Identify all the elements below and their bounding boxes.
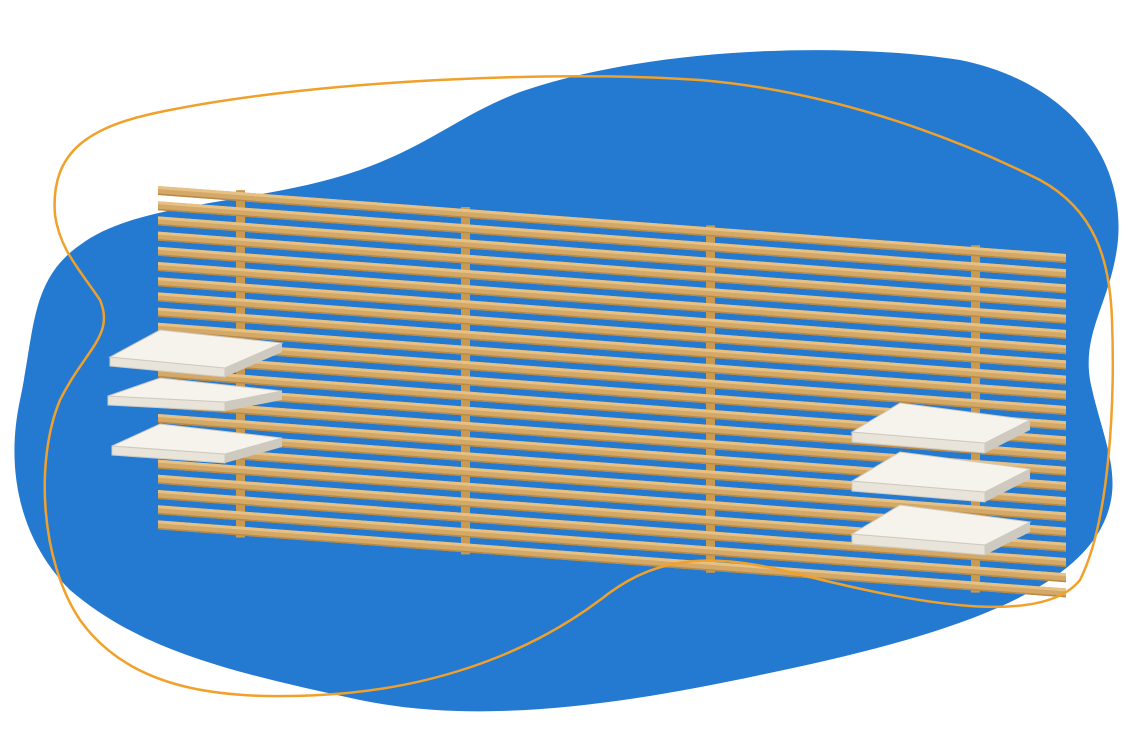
slat [158, 520, 1066, 598]
shelf [108, 329, 284, 378]
slat [158, 201, 1066, 279]
slat [158, 383, 1066, 461]
slat [158, 246, 1066, 324]
shelf [850, 402, 1032, 454]
slat [158, 186, 1066, 263]
slat [158, 414, 1066, 491]
left-shelf-group [107, 329, 284, 464]
slat [158, 398, 1066, 476]
slat [158, 490, 1066, 567]
slat [158, 368, 1066, 446]
shelf [111, 423, 283, 464]
slat [158, 353, 1066, 431]
orange-outline-curve [43, 75, 1114, 698]
shelf-groups [107, 329, 1032, 556]
slat [158, 459, 1066, 537]
slat [158, 307, 1066, 385]
slat [158, 262, 1066, 339]
slat [158, 216, 1066, 294]
slat [158, 322, 1066, 400]
slat [158, 231, 1066, 309]
shelf [850, 451, 1032, 503]
slat [158, 277, 1066, 355]
shelf [850, 504, 1032, 556]
shelf [107, 377, 283, 412]
slat [158, 292, 1066, 370]
slat [158, 474, 1066, 552]
slat [158, 338, 1066, 415]
right-shelf-group [850, 402, 1032, 556]
slat [158, 505, 1066, 583]
slatted-headboard [158, 186, 1066, 598]
slat [158, 444, 1066, 522]
slat [158, 429, 1066, 507]
